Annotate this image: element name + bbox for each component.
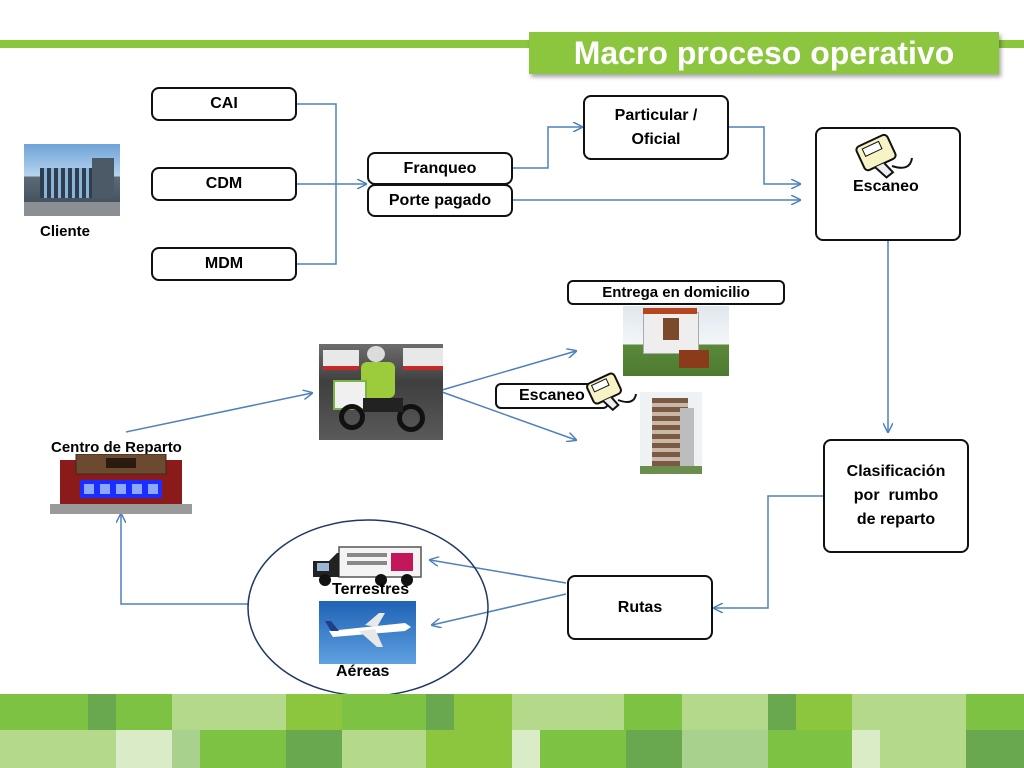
footer-tile xyxy=(768,694,796,730)
clasificacion-line-1: Clasificación xyxy=(846,463,946,480)
node-rutas: Rutas xyxy=(567,575,713,640)
node-mdm: MDM xyxy=(151,247,297,281)
node-cai: CAI xyxy=(151,87,297,121)
footer-tile xyxy=(852,730,880,768)
edge-particular-escaneo xyxy=(729,126,800,184)
footer-tile xyxy=(626,730,682,768)
footer-tile xyxy=(0,730,116,768)
edge-moto-torre xyxy=(441,391,576,440)
footer-tile xyxy=(342,694,426,730)
particular-line-2: Oficial xyxy=(631,130,681,148)
footer-tile xyxy=(512,694,624,730)
edge-centro-moto xyxy=(125,393,312,433)
apartment-tower-photo xyxy=(640,392,702,474)
clasificacion-line-3: de reparto xyxy=(856,511,936,528)
node-clasificacion: Clasificación por rumbo de reparto xyxy=(823,439,969,553)
footer-tile xyxy=(966,730,1024,768)
footer-tile xyxy=(966,694,1024,730)
edge-franqueo-particular xyxy=(513,127,582,169)
airplane-photo xyxy=(319,601,416,664)
barcode-scanner-icon xyxy=(586,372,637,412)
footer-tile xyxy=(286,730,342,768)
terrestres-label: Terrestres xyxy=(332,581,410,598)
footer-tile xyxy=(768,730,852,768)
distribution-center-icon xyxy=(50,454,192,514)
footer-tile xyxy=(852,694,966,730)
footer-tile xyxy=(540,730,626,768)
footer-tile xyxy=(624,694,682,730)
edge-rutas-terrestres xyxy=(430,560,567,584)
footer-tile xyxy=(682,730,768,768)
airplane-icon xyxy=(325,613,411,647)
edge-clasificacion-rutas xyxy=(714,495,823,608)
courier-motorcycle-photo xyxy=(319,344,443,440)
node-particular-oficial: Particular / Oficial xyxy=(583,95,729,160)
node-franqueo: Franqueo xyxy=(367,152,513,185)
node-cdm: CDM xyxy=(151,167,297,201)
clasificacion-line-2: por rumbo xyxy=(853,487,939,504)
footer-tile xyxy=(88,694,116,730)
footer-tile xyxy=(512,730,540,768)
centro-reparto-label: Centro de Reparto xyxy=(51,439,182,456)
aereas-label: Aéreas xyxy=(336,663,390,680)
node-porte-pagado: Porte pagado xyxy=(367,184,513,217)
node-entrega-domicilio: Entrega en domicilio xyxy=(567,280,785,305)
footer-tile xyxy=(342,730,426,768)
escaneo-label: Escaneo xyxy=(853,178,919,195)
footer-tile xyxy=(116,730,172,768)
building-photo xyxy=(24,144,120,216)
page-title: Macro proceso operativo xyxy=(529,32,999,74)
footer-tile xyxy=(0,694,88,730)
footer-tile xyxy=(682,694,768,730)
footer-tile xyxy=(426,694,454,730)
edge-rutas-aereas xyxy=(432,593,567,625)
barcode-scanner-icon xyxy=(855,133,913,179)
footer-tile xyxy=(796,694,852,730)
footer-tile xyxy=(880,730,966,768)
house-photo xyxy=(623,306,729,376)
footer-tile xyxy=(172,730,200,768)
footer-tile xyxy=(286,694,342,730)
footer-tile xyxy=(454,694,512,730)
footer-tile xyxy=(426,730,512,768)
footer-tile xyxy=(116,694,172,730)
cliente-label: Cliente xyxy=(40,223,91,240)
edge-moto-domicilio xyxy=(441,351,576,391)
footer-mosaic xyxy=(0,694,1024,768)
header-line xyxy=(0,40,1024,48)
footer-tile xyxy=(200,730,286,768)
particular-line-1: Particular / xyxy=(614,106,698,124)
footer-tile xyxy=(172,694,286,730)
edge-transporte-centro xyxy=(121,514,248,605)
delivery-truck-icon xyxy=(313,546,422,586)
